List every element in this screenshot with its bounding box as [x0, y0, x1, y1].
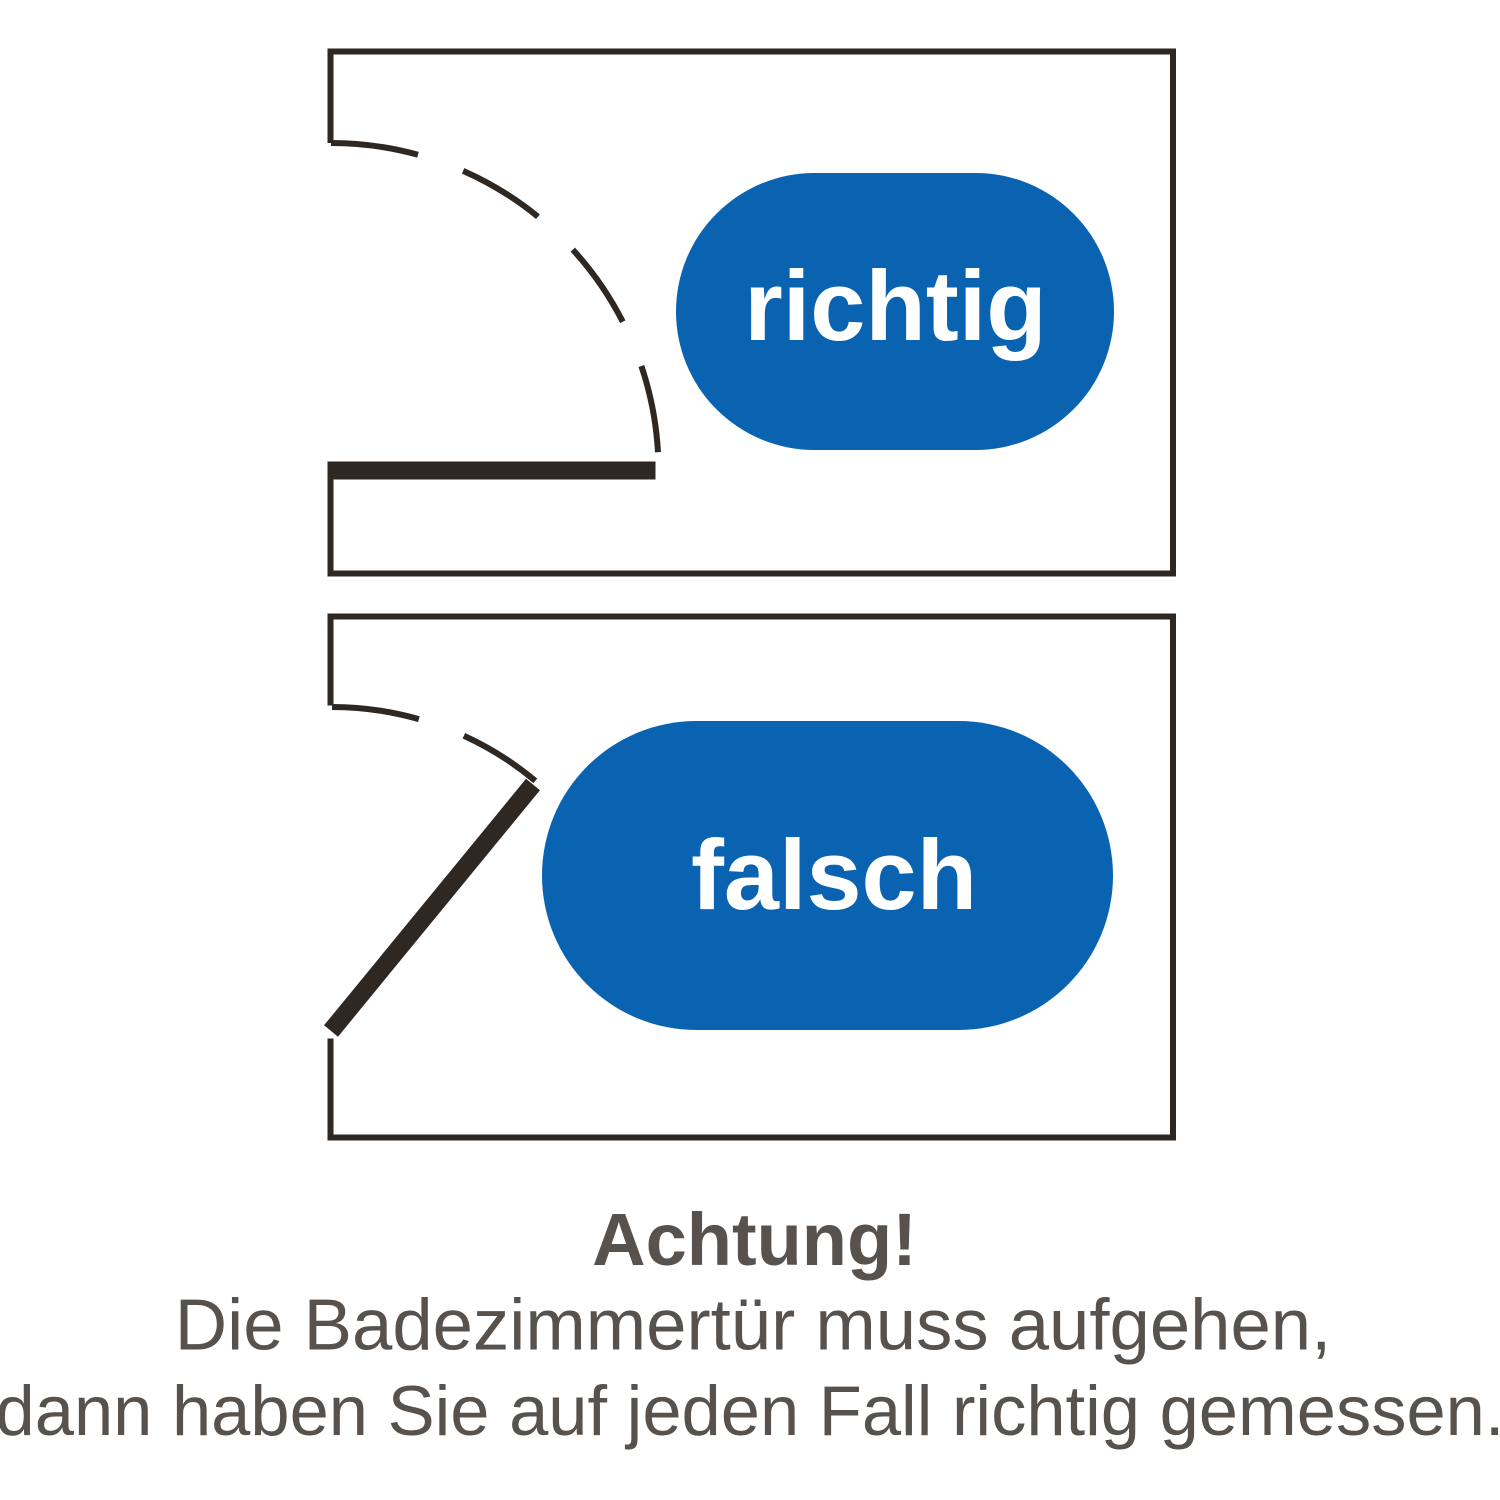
- svg-text:dann haben Sie auf jeden Fall: dann haben Sie auf jeden Fall richtig ge…: [0, 1371, 1500, 1450]
- svg-text:richtig: richtig: [744, 250, 1047, 361]
- svg-text:Die Badezimmertür muss aufgehe: Die Badezimmertür muss aufgehen,: [175, 1285, 1332, 1366]
- svg-text:Achtung!: Achtung!: [592, 1198, 917, 1281]
- svg-text:falsch: falsch: [691, 819, 977, 930]
